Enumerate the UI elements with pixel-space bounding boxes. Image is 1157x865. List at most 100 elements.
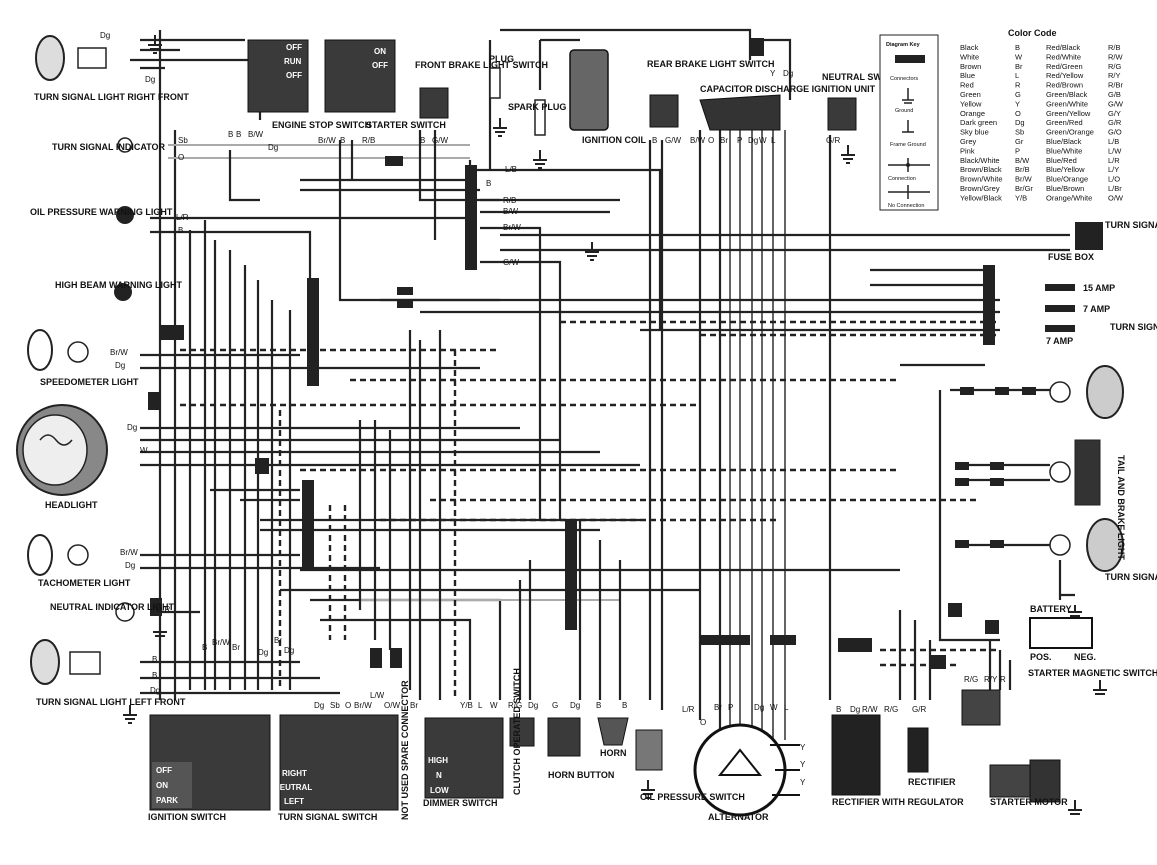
wire-color-label: Dg [127, 423, 137, 432]
connector-blocks [148, 38, 1103, 669]
label-oil-pressure-warning: OIL PRESSURE WARNING LIGHT [30, 207, 173, 217]
starter-magnetic-switch-body [961, 689, 1001, 726]
wire-color-label: W [490, 701, 498, 710]
wire-color-label: B [202, 643, 207, 652]
wire-color-label: Dg [125, 561, 135, 570]
color-code-name: Brown/Grey [960, 184, 1000, 193]
label-rectifier: RECTIFIER [908, 777, 956, 787]
wire-color-label: O [178, 153, 184, 162]
tachometer-light-icon [27, 534, 53, 576]
wire-color-label: G/R [826, 136, 840, 145]
label-dimmer-switch: DIMMER SWITCH [423, 798, 498, 808]
color-code-name: Black/White [960, 156, 1000, 165]
color-code-name: Orange [960, 109, 985, 118]
color-code-abbrev: G/O [1108, 128, 1122, 137]
connector-block [160, 325, 184, 340]
color-code-name: Blue/Black [1046, 137, 1082, 146]
wire-harness [130, 28, 1075, 740]
color-code-abbrev: G [1015, 90, 1021, 99]
wire-color-label: Dg [145, 75, 155, 84]
color-code-name: Blue/Yellow [1046, 165, 1085, 174]
connector-block [930, 655, 946, 669]
label-front-brake-switch: FRONT BRAKE LIGHT SWITCH [415, 60, 548, 70]
color-code-name: Black [960, 43, 979, 52]
alternator-icon [693, 723, 800, 817]
label-headlight: HEADLIGHT [45, 500, 98, 510]
color-code-name: Yellow/Black [960, 193, 1002, 202]
switch-state-label: LOW [430, 786, 449, 795]
label-battery-neg: NEG. [1074, 652, 1096, 662]
switch-state-label: LEFT [284, 797, 304, 806]
color-code-abbrev: Y/B [1015, 193, 1027, 202]
color-code-abbrev: O [1015, 109, 1021, 118]
switch-state-label: ON [156, 781, 168, 790]
wire-color-label: B [836, 705, 841, 714]
connector-block [838, 638, 872, 652]
color-code-name: Yellow [960, 99, 982, 108]
switch-state-label: PARK [156, 796, 178, 805]
wire-color-label: Y [800, 743, 806, 752]
tail-light-icon [1074, 439, 1101, 506]
switch-state-label: RUN [284, 57, 302, 66]
switch-state-label: ON [374, 47, 386, 56]
turn-signal-lamp-icon [30, 639, 60, 685]
wire-color-label: Br/W [354, 701, 372, 710]
connector-block [385, 156, 403, 166]
color-code-name: Green/Yellow [1046, 109, 1091, 118]
label-tail-brake-light: TAIL AND BRAKE LIGHT [1116, 455, 1126, 560]
color-code-abbrev: Br/W [1015, 175, 1033, 184]
color-code-abbrev: P [1015, 146, 1020, 155]
connector-block [307, 278, 319, 386]
connector-block [370, 648, 382, 668]
wire-color-label: L [784, 703, 789, 712]
connector-block [397, 300, 413, 308]
speedometer-light-icon [27, 329, 53, 371]
rectifier-body [907, 727, 929, 773]
wire-color-label: Sb [330, 701, 340, 710]
wire-color-label: R/W [862, 705, 878, 714]
wire-color-label: B/W [690, 136, 706, 145]
key-item: No Connection [888, 203, 924, 209]
color-code-name: Green/Black [1046, 90, 1088, 99]
ignition-switch-block: OFF ON PARK [149, 714, 271, 811]
neutral-switch-body [827, 97, 857, 131]
color-code-name: Brown/White [960, 175, 1003, 184]
label-turn-signal-left-front: TURN SIGNAL LIGHT LEFT FRONT [36, 697, 186, 707]
color-code-abbrev: R/Br [1108, 81, 1124, 90]
color-code-abbrev: W [1015, 52, 1023, 61]
color-code-name: Pink [960, 146, 975, 155]
ground-icons [123, 35, 1107, 815]
label-rectifier-regulator: RECTIFIER WITH REGULATOR [832, 797, 964, 807]
connector-block [255, 458, 269, 474]
dimmer-switch-block: HIGH N LOW [424, 717, 504, 799]
battery-icon [1029, 617, 1093, 649]
spark-plug-icon [534, 99, 546, 136]
color-code-abbrev: Sb [1015, 128, 1024, 137]
color-code-abbrev: L/O [1108, 175, 1120, 184]
wire-color-label: W [759, 136, 767, 145]
wire-color-label: Y/B [460, 701, 473, 710]
connector-block [465, 165, 477, 270]
color-code-name: Blue/Brown [1046, 184, 1084, 193]
wire-color-label: Dg [258, 648, 268, 657]
connector-block [390, 648, 402, 668]
right-lamps [1049, 365, 1124, 572]
label-turn-signal-right-rear: TURN SIGNAL LIGHT RIGHT REAR [1110, 322, 1157, 332]
wire-color-label: B [486, 179, 491, 188]
wire-color-label: G [552, 701, 558, 710]
turn-signal-relay-body [1075, 222, 1103, 250]
wire-color-label: L [771, 136, 776, 145]
color-code-name: Dark green [960, 118, 997, 127]
connector-block [565, 520, 577, 630]
wire-color-label: Dg [754, 703, 764, 712]
color-code-name: Red/Green [1046, 62, 1083, 71]
switch-state-label: OFF [286, 43, 302, 52]
key-item: Frame Ground [890, 142, 926, 148]
wire-color-label: R/G [964, 675, 978, 684]
connector-block [150, 598, 162, 616]
color-code-abbrev: L/W [1108, 146, 1122, 155]
wire-color-label: Dg [528, 701, 538, 710]
label-starter-magnetic-switch: STARTER MAGNETIC SWITCH [1028, 668, 1157, 678]
wire-color-label: O [708, 136, 714, 145]
